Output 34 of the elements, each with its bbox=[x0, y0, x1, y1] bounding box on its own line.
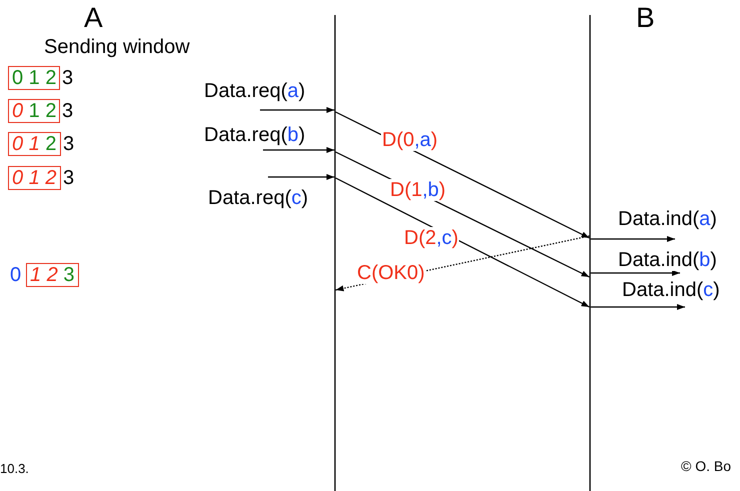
message-label: D(1,b) bbox=[389, 179, 447, 201]
arrow bbox=[590, 270, 680, 276]
copyright-note: © O. Bo bbox=[681, 458, 731, 474]
sequence-number: 3 bbox=[62, 66, 74, 91]
message-label: Data.req(b) bbox=[203, 124, 306, 146]
sequence-number: 3 bbox=[63, 132, 74, 157]
message-label: Data.req(c) bbox=[207, 187, 310, 209]
window-caption: Sending window bbox=[44, 36, 190, 59]
message-label: Data.ind(a) bbox=[617, 208, 718, 230]
window-box: 1 2 3 bbox=[26, 263, 78, 287]
window-box: 0 1 2 bbox=[8, 99, 60, 123]
page-number: 10.3. bbox=[0, 461, 29, 476]
arrow bbox=[268, 174, 334, 180]
message-label: D(2,c) bbox=[403, 227, 460, 249]
arrow bbox=[263, 147, 334, 153]
lifeline-heading: B bbox=[636, 2, 655, 34]
sequence-number: 3 bbox=[62, 99, 74, 124]
message-label: Data.req(a) bbox=[203, 80, 306, 102]
message-label: D(0,a) bbox=[381, 129, 439, 151]
message-label: Data.ind(c) bbox=[621, 279, 721, 301]
lifeline-heading: A bbox=[84, 2, 103, 34]
arrow bbox=[590, 304, 685, 310]
window-box: 0 1 2 bbox=[8, 166, 60, 190]
sequence-number: 0 bbox=[10, 263, 22, 288]
message-label: Data.ind(b) bbox=[617, 249, 718, 271]
window-box: 0 1 2 bbox=[8, 132, 60, 156]
arrow bbox=[590, 236, 675, 242]
message-label: C(OK0) bbox=[356, 262, 426, 284]
arrow bbox=[260, 107, 334, 113]
arrow bbox=[335, 177, 590, 308]
sequence-number: 3 bbox=[63, 166, 74, 191]
window-box: 0 1 2 bbox=[8, 66, 60, 90]
lifeline bbox=[334, 15, 336, 491]
lifeline bbox=[589, 15, 591, 491]
